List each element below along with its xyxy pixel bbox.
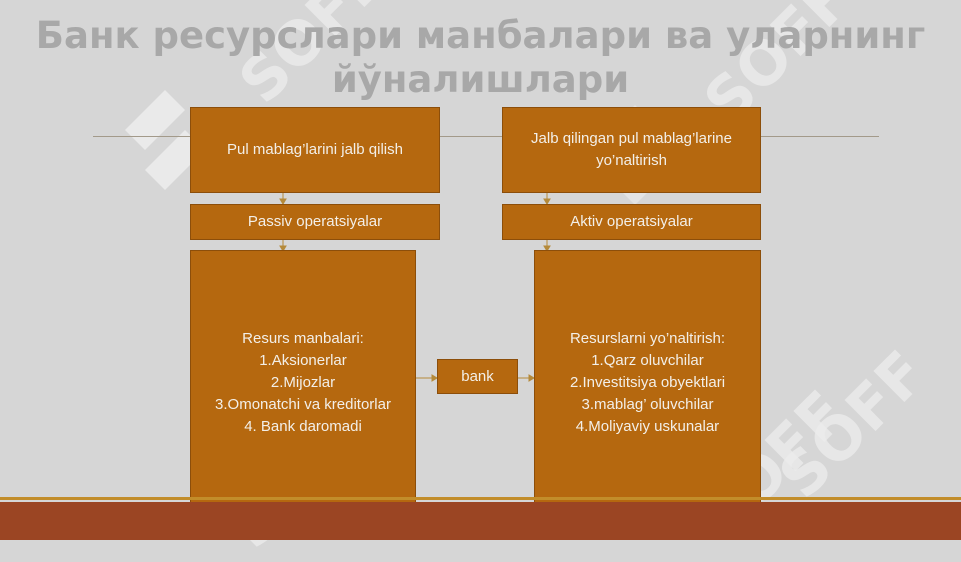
footer-accent-line xyxy=(0,497,961,500)
footer-bar xyxy=(0,502,961,540)
resource-sources-box: Resurs manbalari: 1.Aksionerlar 2.Mijozl… xyxy=(190,250,416,516)
active-operations-box: Aktiv operatsiyalar xyxy=(502,204,761,240)
right-top-box: Jalb qilingan pul mablag’larine yo’nalti… xyxy=(502,107,761,193)
title-divider xyxy=(93,136,879,137)
page-title: Банк ресурслари манбалари ва уларнинг йў… xyxy=(35,14,926,101)
connector-lines xyxy=(279,193,551,382)
passive-operations-box: Passiv operatsiyalar xyxy=(190,204,440,240)
left-top-box: Pul mablag’larini jalb qilish xyxy=(190,107,440,193)
bank-box: bank xyxy=(437,359,518,394)
resource-allocation-box: Resurslarni yo’naltirish: 1.Qarz oluvchi… xyxy=(534,250,761,516)
